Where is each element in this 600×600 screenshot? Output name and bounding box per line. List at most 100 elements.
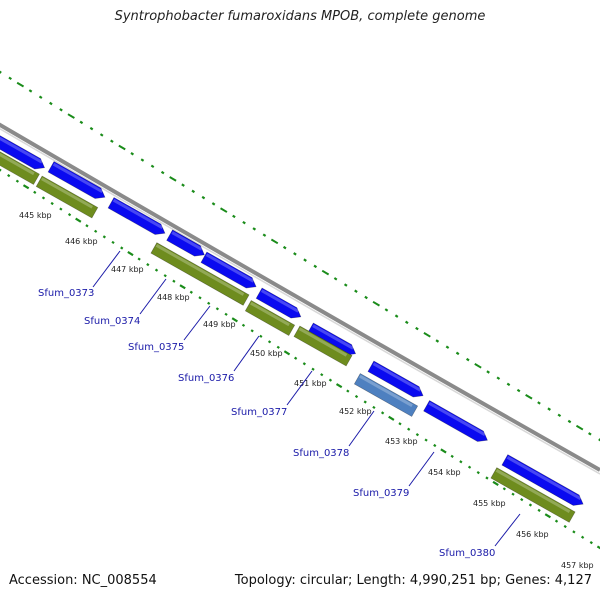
outer-tick bbox=[455, 351, 460, 356]
inner-tick bbox=[146, 263, 150, 267]
inner-tick bbox=[215, 307, 220, 311]
outer-tick bbox=[313, 264, 318, 269]
outer-tick bbox=[465, 357, 470, 362]
outer-tick bbox=[435, 339, 440, 343]
outer-tick bbox=[516, 388, 521, 393]
inner-tick bbox=[207, 301, 211, 305]
scale-label: 451 kbp bbox=[294, 379, 327, 388]
outer-tick bbox=[415, 326, 419, 331]
outer-tick bbox=[321, 269, 330, 276]
outer-tick bbox=[496, 376, 501, 380]
reverse-gene[interactable] bbox=[0, 147, 40, 185]
outer-tick bbox=[28, 89, 33, 93]
forward-gene[interactable] bbox=[107, 197, 168, 239]
inner-tick bbox=[320, 373, 324, 377]
outer-tick bbox=[270, 238, 279, 245]
inner-tick bbox=[179, 284, 186, 290]
reverse-gene[interactable] bbox=[244, 300, 296, 336]
inner-tick bbox=[198, 296, 202, 300]
outer-tick bbox=[0, 70, 2, 74]
scale-label: 446 kbp bbox=[65, 237, 98, 246]
inner-tick bbox=[120, 246, 124, 250]
outer-tick bbox=[575, 424, 584, 431]
inner-tick bbox=[241, 323, 246, 327]
inner-tick bbox=[346, 389, 350, 393]
forward-gene[interactable] bbox=[423, 400, 491, 446]
forward-gene[interactable] bbox=[255, 287, 304, 322]
scale-label: 452 kbp bbox=[339, 407, 372, 416]
inner-tick bbox=[7, 173, 11, 178]
inner-tick bbox=[85, 224, 89, 228]
outer-tick bbox=[242, 220, 246, 225]
highlighted-gene[interactable] bbox=[353, 373, 419, 417]
inner-tick-track bbox=[0, 168, 600, 550]
map-title: Syntrophobacter fumaroxidans MPOB, compl… bbox=[114, 9, 486, 24]
inner-tick bbox=[354, 394, 359, 399]
outer-tick bbox=[99, 133, 104, 137]
forward-gene[interactable] bbox=[166, 229, 208, 260]
inner-tick bbox=[554, 519, 559, 523]
inner-tick bbox=[189, 290, 193, 294]
inner-tick bbox=[589, 541, 593, 545]
scale-label: 447 kbp bbox=[111, 265, 144, 274]
gene-label[interactable]: Sfum_0376 bbox=[178, 373, 234, 384]
backbone-track bbox=[0, 122, 600, 475]
outer-tick bbox=[303, 258, 307, 262]
outer-tick bbox=[191, 189, 196, 194]
outer-tick bbox=[140, 158, 145, 162]
gene-label[interactable]: Sfum_0377 bbox=[231, 407, 287, 418]
genome-backbone bbox=[0, 122, 600, 472]
forward-gene[interactable] bbox=[0, 128, 48, 173]
forward-gene[interactable] bbox=[200, 251, 259, 292]
gene-label[interactable]: Sfum_0378 bbox=[293, 448, 349, 459]
inner-tick bbox=[467, 465, 472, 469]
gene-label[interactable]: Sfum_0374 bbox=[84, 316, 140, 327]
inner-tick bbox=[563, 524, 567, 529]
reverse-gene[interactable] bbox=[490, 467, 576, 523]
outer-tick bbox=[262, 233, 267, 237]
outer-tick bbox=[150, 164, 155, 169]
outer-tick bbox=[160, 170, 165, 175]
inner-tick bbox=[433, 443, 437, 448]
scale-label: 450 kbp bbox=[250, 349, 283, 358]
inner-tick bbox=[476, 470, 480, 475]
topology-summary: Topology: circular; Length: 4,990,251 bp… bbox=[234, 573, 592, 588]
scale-label: 445 kbp bbox=[19, 211, 52, 220]
outer-tick bbox=[49, 101, 53, 106]
gene-leader-line bbox=[348, 410, 375, 447]
gene-label[interactable]: Sfum_0380 bbox=[439, 548, 495, 559]
inner-tick bbox=[302, 362, 306, 366]
reverse-gene[interactable] bbox=[35, 175, 99, 219]
inner-tick bbox=[372, 405, 376, 410]
inner-tick bbox=[267, 340, 272, 344]
outer-tick bbox=[211, 202, 216, 206]
forward-gene[interactable] bbox=[501, 454, 586, 510]
inner-tick bbox=[294, 356, 298, 360]
inner-tick bbox=[328, 378, 333, 382]
scale-label: 456 kbp bbox=[516, 530, 549, 539]
inner-tick bbox=[67, 213, 72, 217]
forward-gene[interactable] bbox=[47, 161, 108, 203]
outer-tick bbox=[169, 176, 177, 182]
outer-tick bbox=[557, 413, 562, 418]
outer-tick bbox=[588, 432, 592, 436]
inner-tick bbox=[544, 513, 552, 519]
outer-tick bbox=[282, 245, 287, 250]
gene-label[interactable]: Sfum_0375 bbox=[128, 342, 184, 353]
gene-label-track[interactable]: Sfum_0373Sfum_0374Sfum_0375Sfum_0376Sfum… bbox=[38, 250, 521, 559]
gene-label[interactable]: Sfum_0373 bbox=[38, 288, 94, 299]
gene-label[interactable]: Sfum_0379 bbox=[353, 488, 409, 499]
reverse-gene[interactable] bbox=[150, 242, 250, 306]
inner-tick bbox=[380, 411, 385, 415]
outer-tick bbox=[547, 407, 551, 411]
inner-tick bbox=[388, 415, 395, 421]
outer-tick bbox=[486, 370, 490, 374]
outer-tick bbox=[445, 345, 450, 349]
scale-label: 449 kbp bbox=[203, 320, 236, 329]
inner-tick bbox=[407, 427, 411, 431]
inner-tick bbox=[424, 438, 428, 442]
forward-gene[interactable] bbox=[367, 360, 426, 401]
outer-tick bbox=[181, 183, 185, 187]
reverse-gene[interactable] bbox=[293, 325, 353, 367]
